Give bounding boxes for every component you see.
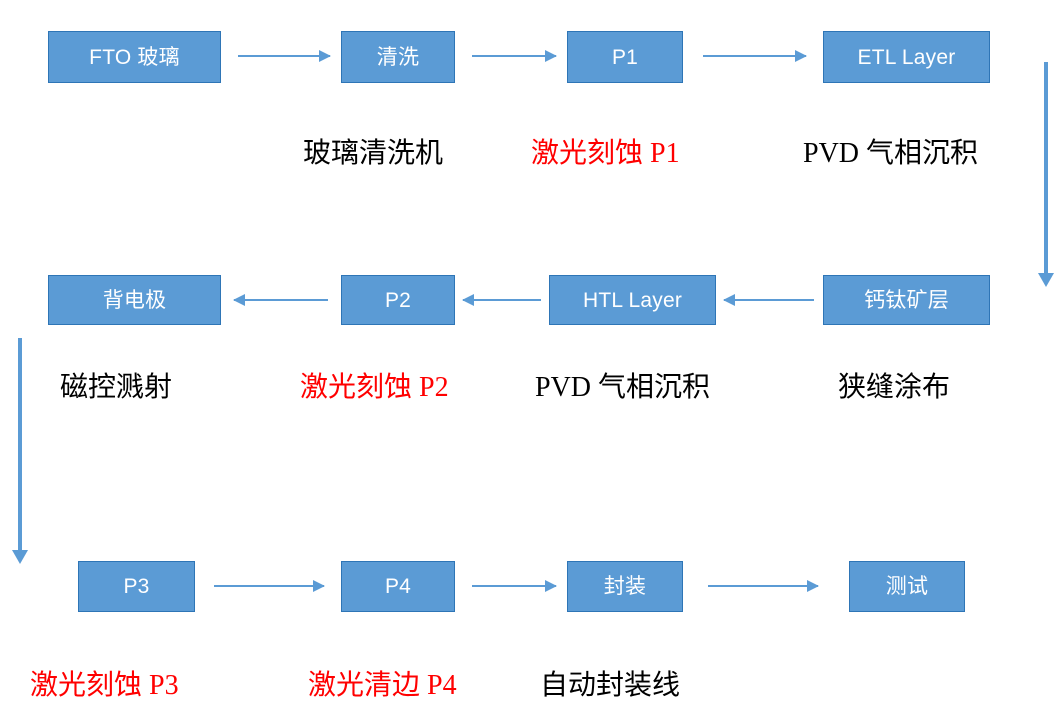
caption-laser-etch-p1: 激光刻蚀 P1 — [531, 138, 680, 169]
arrow-p2-to-back-electrode — [233, 290, 328, 310]
node-htl-layer-label: HTL Layer — [582, 288, 683, 312]
node-perovskite-layer-label: 钙钛矿层 — [864, 288, 949, 312]
node-perovskite-layer[interactable]: 钙钛矿层 — [823, 275, 990, 325]
arrowhead-left-icon — [233, 294, 245, 306]
caption-pvd-vapor-deposition-1: PVD 气相沉积 — [803, 138, 979, 169]
node-test[interactable]: 测试 — [849, 561, 965, 612]
arrow-shaft — [234, 299, 328, 301]
arrow-shaft — [214, 585, 324, 587]
arrowhead-down-icon — [12, 550, 28, 564]
node-p3[interactable]: P3 — [78, 561, 195, 612]
arrow-fto-to-clean — [238, 46, 331, 66]
caption-glass-cleaner: 玻璃清洗机 — [303, 138, 444, 169]
arrowhead-right-icon — [545, 580, 557, 592]
arrowhead-right-icon — [807, 580, 819, 592]
caption-auto-packaging-line: 自动封装线 — [540, 670, 681, 701]
caption-pvd-vapor-deposition-2: PVD 气相沉积 — [535, 372, 711, 403]
node-htl-layer[interactable]: HTL Layer — [549, 275, 716, 325]
arrow-p1-to-etl — [703, 46, 807, 66]
arrow-shaft — [18, 338, 22, 551]
caption-laser-etch-p3: 激光刻蚀 P3 — [30, 670, 179, 701]
node-encapsulation-label: 封装 — [603, 575, 647, 598]
arrow-back-electrode-to-p3 — [10, 338, 30, 564]
arrow-shaft — [472, 585, 556, 587]
node-clean[interactable]: 清洗 — [341, 31, 455, 83]
node-clean-label: 清洗 — [376, 45, 420, 69]
node-p2[interactable]: P2 — [341, 275, 455, 325]
arrow-perovskite-to-htl — [723, 290, 814, 310]
node-fto-glass-label: FTO 玻璃 — [89, 45, 180, 69]
caption-laser-edge-clean-p4: 激光清边 P4 — [308, 670, 457, 701]
caption-laser-etch-p2: 激光刻蚀 P2 — [300, 372, 449, 403]
arrow-shaft — [1044, 62, 1048, 274]
caption-slot-die-coating: 狭缝涂布 — [838, 372, 951, 403]
node-p4[interactable]: P4 — [341, 561, 455, 612]
arrow-shaft — [472, 55, 556, 57]
arrowhead-left-icon — [462, 294, 474, 306]
arrow-shaft — [238, 55, 330, 57]
node-back-electrode[interactable]: 背电极 — [48, 275, 221, 325]
arrow-etl-to-perovskite — [1036, 62, 1056, 287]
node-p1[interactable]: P1 — [567, 31, 683, 83]
arrow-encapsulation-to-test — [708, 576, 819, 596]
node-back-electrode-label: 背电极 — [102, 288, 167, 312]
arrow-shaft — [463, 299, 541, 301]
arrow-shaft — [724, 299, 814, 301]
node-p4-label: P4 — [384, 575, 412, 598]
arrowhead-right-icon — [313, 580, 325, 592]
node-fto-glass[interactable]: FTO 玻璃 — [48, 31, 221, 83]
node-p1-label: P1 — [611, 45, 639, 69]
node-etl-layer-label: ETL Layer — [857, 45, 956, 69]
node-p3-label: P3 — [123, 575, 150, 598]
node-etl-layer[interactable]: ETL Layer — [823, 31, 990, 83]
arrowhead-right-icon — [545, 50, 557, 62]
arrow-clean-to-p1 — [472, 46, 557, 66]
node-p2-label: P2 — [384, 288, 412, 312]
caption-magnetron-sputtering: 磁控溅射 — [60, 372, 173, 403]
arrow-shaft — [703, 55, 806, 57]
arrowhead-left-icon — [723, 294, 735, 306]
arrowhead-right-icon — [319, 50, 331, 62]
arrow-shaft — [708, 585, 818, 587]
arrow-p4-to-encapsulation — [472, 576, 557, 596]
node-encapsulation[interactable]: 封装 — [567, 561, 683, 612]
arrow-htl-to-p2 — [462, 290, 541, 310]
arrowhead-down-icon — [1038, 273, 1054, 287]
arrow-p3-to-p4 — [214, 576, 325, 596]
node-test-label: 测试 — [885, 575, 929, 598]
arrowhead-right-icon — [795, 50, 807, 62]
